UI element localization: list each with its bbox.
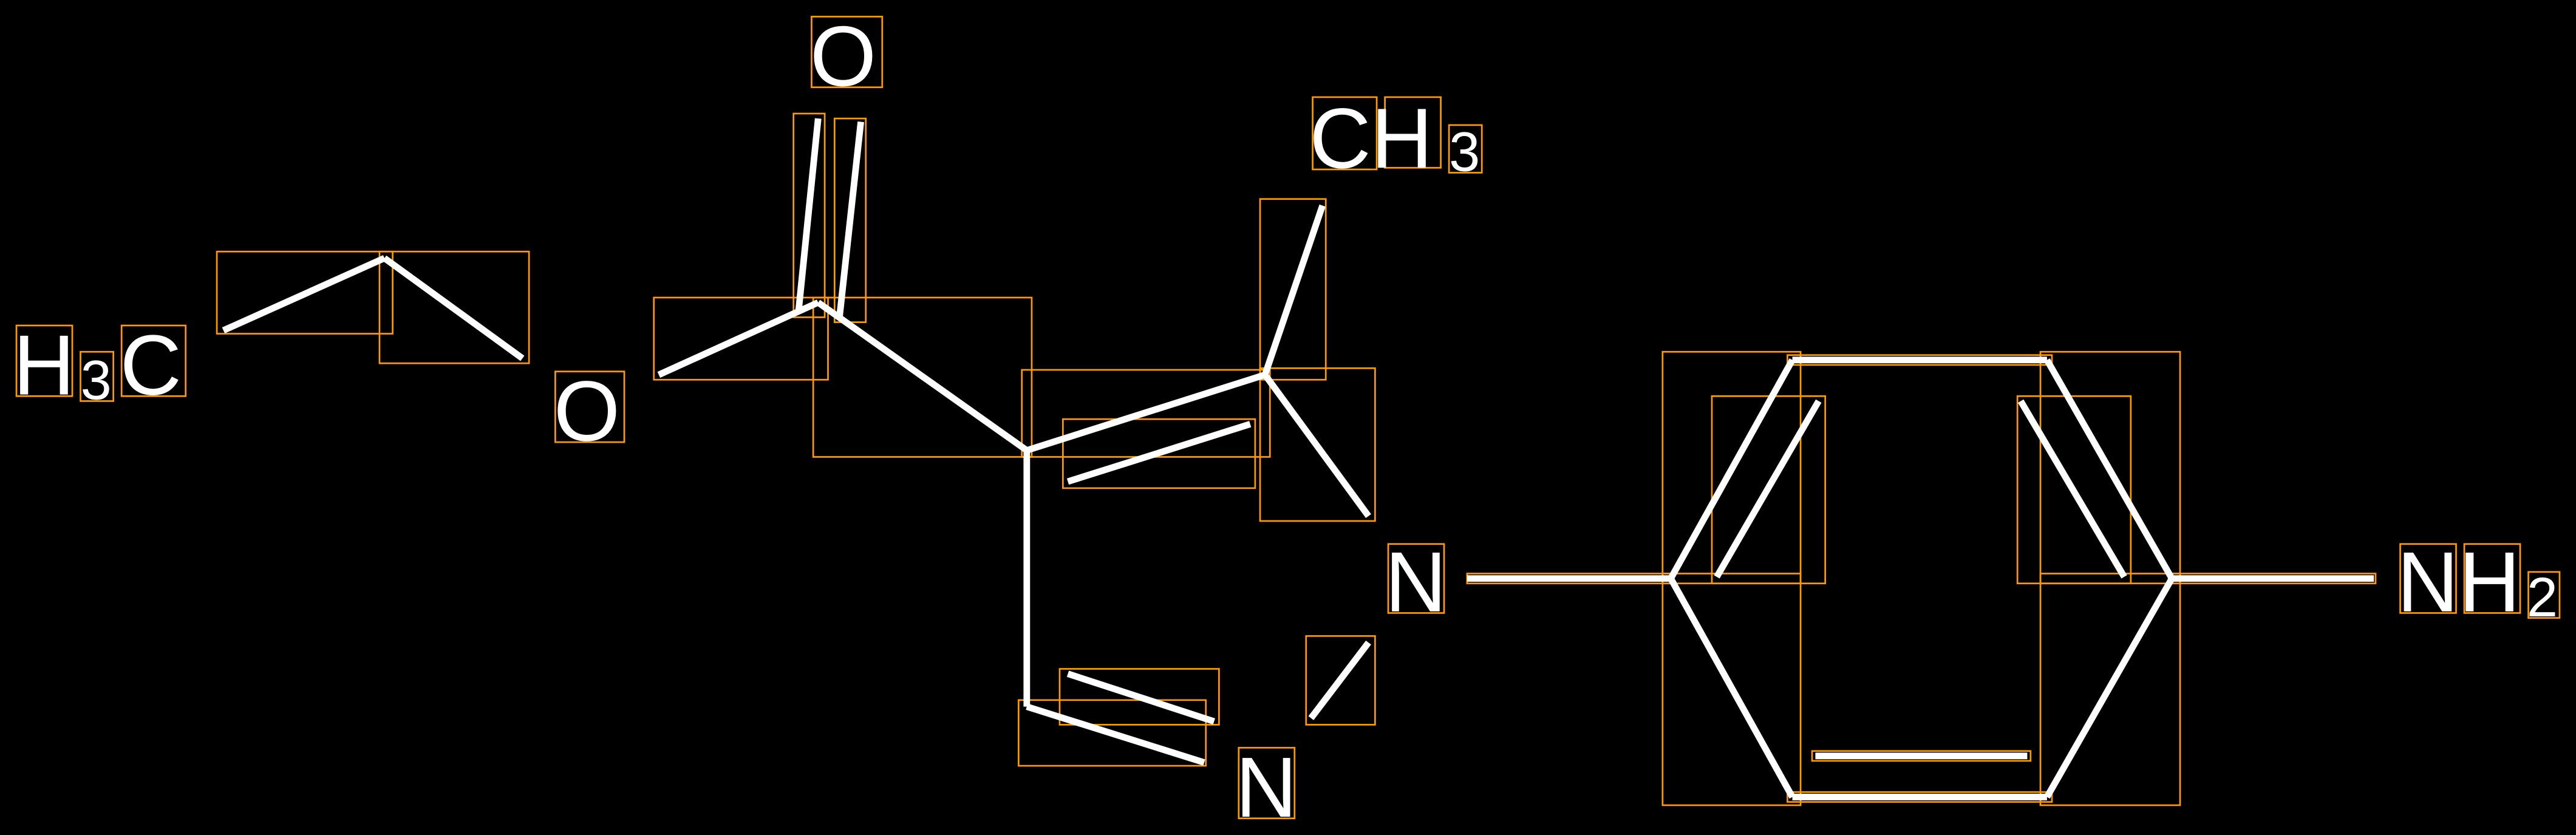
label-amine-sub: 2 bbox=[2527, 567, 2558, 629]
double-bond-line bbox=[836, 121, 864, 318]
bond bbox=[657, 299, 820, 378]
label-methyl-left-c: C bbox=[120, 318, 182, 413]
bounding-boxes bbox=[15, 16, 2561, 819]
bond bbox=[1308, 640, 1371, 720]
double-bond-inner bbox=[1066, 670, 1215, 725]
label-nitrogen-bottom: N bbox=[1235, 740, 1297, 835]
ring-bond bbox=[2044, 576, 2175, 799]
double-bond-inner bbox=[1066, 421, 1252, 485]
label-ester-oxygen: O bbox=[554, 363, 620, 458]
atom-labels: H 3 C O O CH 3 N N NH 2 bbox=[13, 9, 2558, 835]
label-nitrogen-ring: N bbox=[1385, 534, 1447, 630]
bond bbox=[816, 299, 1029, 454]
ring-inner-bond bbox=[2017, 399, 2127, 579]
bond bbox=[1026, 372, 1266, 454]
label-methyl-left-h: H bbox=[13, 318, 75, 413]
label-amine: NH bbox=[2397, 534, 2520, 630]
bonds bbox=[222, 118, 2374, 800]
label-methyl-top: CH bbox=[1309, 90, 1433, 186]
bond bbox=[1262, 204, 1326, 376]
label-methyl-top-sub: 3 bbox=[1449, 121, 1480, 183]
ring-bond bbox=[1668, 358, 1796, 581]
label-carbonyl-oxygen: O bbox=[810, 9, 876, 104]
bond bbox=[1262, 372, 1371, 519]
double-bond-line bbox=[795, 118, 822, 313]
bond bbox=[382, 255, 525, 361]
ring-inner-bond bbox=[1714, 399, 1822, 579]
bond bbox=[222, 255, 386, 334]
label-methyl-left-sub: 3 bbox=[81, 350, 112, 412]
ring-bond bbox=[2044, 358, 2175, 581]
ring-bond bbox=[1668, 576, 1796, 799]
bond bbox=[1026, 703, 1205, 766]
